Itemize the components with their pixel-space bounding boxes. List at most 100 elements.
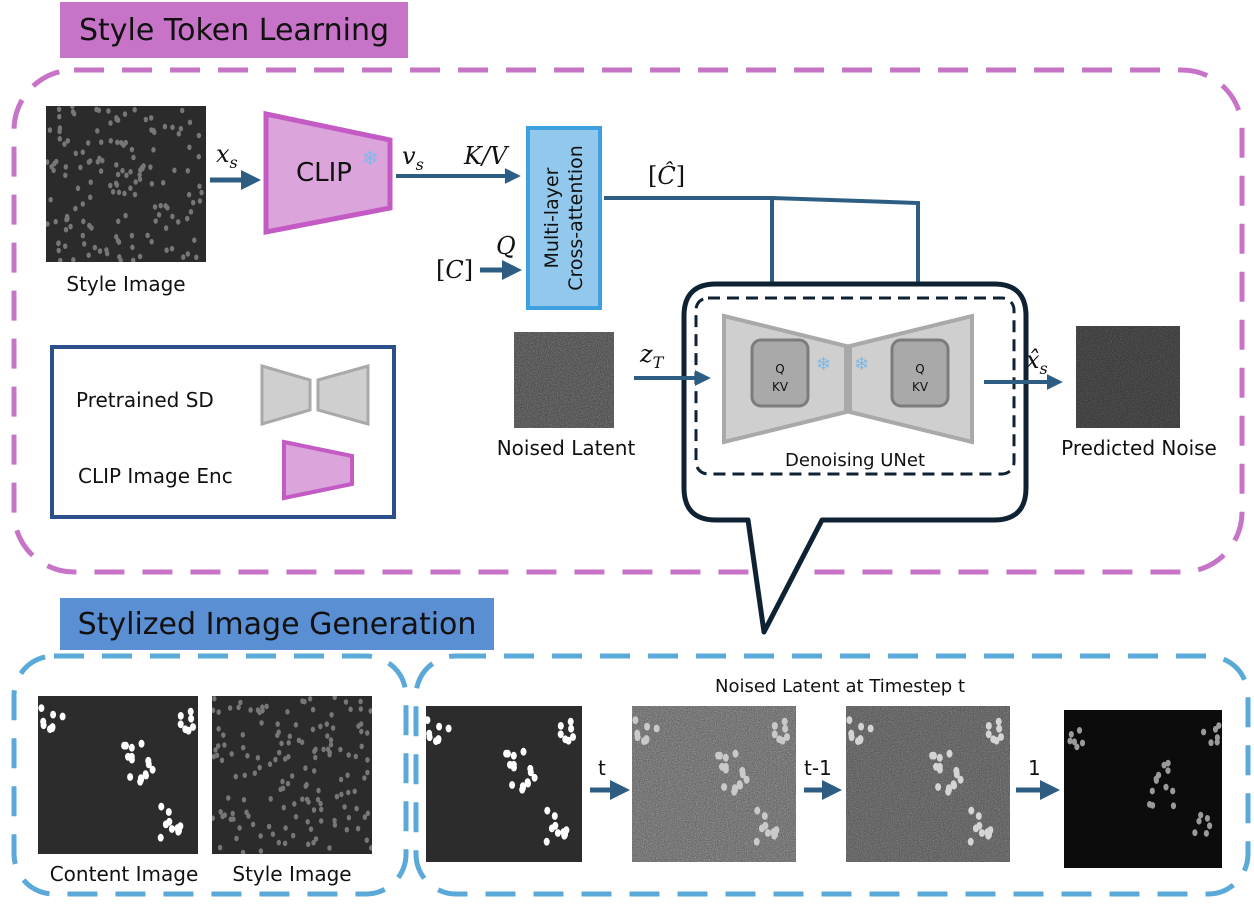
xs-label: xs	[216, 140, 238, 172]
cell-dot	[985, 722, 992, 730]
cell-dot	[212, 815, 215, 821]
cell-dot	[291, 832, 296, 839]
cell-dot	[782, 724, 789, 733]
cell-dot	[285, 709, 290, 715]
cell-dot	[313, 836, 319, 842]
cell-dot	[264, 703, 269, 710]
cell-dot	[282, 840, 288, 847]
cell-dot	[753, 837, 760, 846]
section-title-style-token: Style Token Learning	[60, 2, 408, 58]
unet-inner-frame	[694, 296, 1016, 476]
cell-dot	[784, 733, 790, 741]
cell-dot	[268, 796, 273, 802]
cell-dot	[1076, 727, 1083, 734]
cell-dot	[365, 810, 371, 817]
zt-label: zT	[640, 340, 664, 372]
legend-clip-shape	[282, 439, 354, 501]
cell-dot	[328, 737, 334, 743]
unet-attn-block-left	[750, 338, 810, 408]
cell-dot	[259, 720, 264, 726]
legend-box	[50, 345, 396, 519]
cell-dot	[327, 845, 332, 851]
cell-dot	[998, 733, 1004, 741]
cell-dot	[929, 751, 936, 760]
cell-dot	[185, 168, 190, 174]
cell-dot	[277, 749, 282, 756]
cell-dot	[176, 131, 181, 137]
cell-dot	[737, 781, 743, 790]
cell-dot	[867, 724, 874, 733]
cell-dot	[121, 741, 128, 750]
cell-dot	[1165, 759, 1171, 767]
cell-dot	[543, 837, 550, 846]
cell-dot	[300, 796, 305, 802]
cell-dot	[115, 139, 120, 146]
cell-dot	[531, 773, 538, 782]
cell-dot	[316, 787, 321, 794]
unet-block-right-text: Q KV	[911, 362, 929, 394]
cell-dot	[567, 717, 574, 726]
cell-dot	[149, 181, 155, 187]
cell-dot	[344, 826, 349, 833]
cell-dot	[53, 218, 58, 225]
cell-dot	[192, 237, 197, 243]
cell-dot	[92, 244, 98, 251]
cell-dot	[99, 139, 104, 145]
cell-dot	[217, 844, 223, 851]
cell-dot	[222, 812, 227, 818]
cell-dot	[252, 770, 257, 776]
cell-dot	[287, 733, 292, 740]
cell-dot	[180, 107, 185, 114]
cell-dot	[177, 712, 184, 720]
cell-dot	[1074, 743, 1080, 751]
cell-dot	[565, 736, 572, 745]
cell-dot	[779, 736, 786, 745]
cell-dot	[634, 729, 641, 738]
cell-dot	[967, 837, 974, 846]
cell-dot	[226, 795, 231, 801]
cell-dot	[276, 729, 281, 735]
cell-dot	[306, 841, 311, 848]
cell-dot	[168, 825, 175, 833]
cell-dot	[338, 746, 343, 753]
cell-dot	[303, 783, 308, 789]
bottom-right-frame	[413, 653, 1251, 897]
cell-dot	[157, 833, 164, 842]
cell-dot	[255, 755, 261, 761]
predicted-noise-image	[1076, 326, 1180, 428]
cell-dot	[122, 190, 127, 197]
cell-dot	[124, 172, 129, 179]
cell-dot	[993, 736, 1000, 745]
cell-dot	[233, 773, 238, 780]
cell-dot	[59, 712, 66, 721]
cell-dot	[114, 162, 119, 168]
step-t-label: t	[598, 756, 606, 780]
cell-dot	[86, 140, 91, 146]
cell-dot	[520, 747, 527, 756]
cell-dot	[325, 733, 330, 739]
xattn-line2: Cross-attention	[565, 145, 587, 291]
cell-dot	[772, 830, 778, 839]
cell-dot	[161, 180, 166, 186]
cell-dot	[244, 809, 249, 816]
cell-dot	[275, 721, 280, 727]
cell-dot	[771, 730, 778, 739]
cell-dot	[64, 213, 70, 220]
cell-dot	[57, 136, 62, 142]
cell-dot	[227, 705, 233, 711]
cell-dot	[80, 149, 85, 155]
cell-dot	[240, 732, 245, 738]
cell-dot	[176, 826, 182, 835]
cell-dot	[185, 726, 192, 735]
cell-dot	[653, 724, 660, 733]
cell-dot	[152, 129, 157, 136]
cell-dot	[318, 723, 323, 730]
cell-dot	[358, 706, 363, 712]
kv-label: K/V	[464, 142, 508, 170]
cell-dot	[131, 154, 136, 161]
cell-dot	[972, 824, 979, 833]
cell-dot	[307, 696, 313, 702]
cell-dot	[194, 254, 199, 261]
cell-dot	[158, 202, 163, 209]
cell-dot	[721, 783, 728, 791]
